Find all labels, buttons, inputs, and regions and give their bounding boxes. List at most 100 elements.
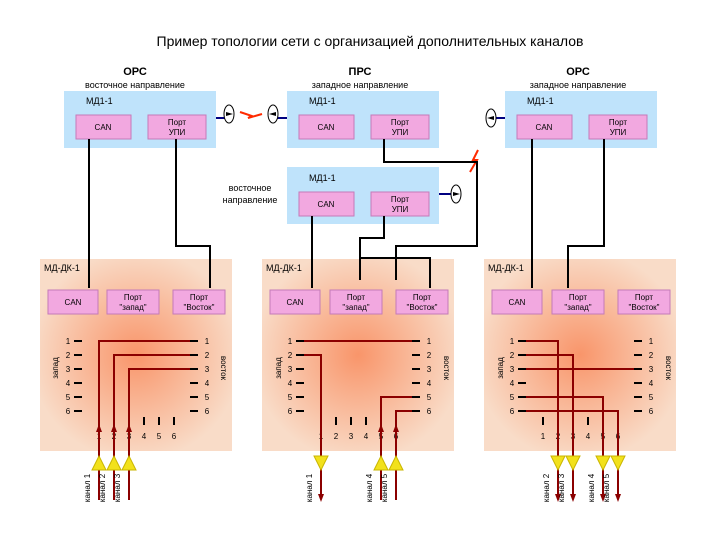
- port-label: Порт: [569, 293, 587, 302]
- arrow-up-icon: [111, 424, 117, 432]
- east-port-number: 5: [205, 393, 210, 402]
- bottom-port-number: 5: [157, 432, 162, 441]
- bottom-port-number: 6: [172, 432, 177, 441]
- west-port-number: 1: [66, 337, 71, 346]
- arrow-down-icon: [318, 494, 324, 502]
- east-port-number: 4: [427, 379, 432, 388]
- triangle-down-icon: [565, 455, 581, 472]
- channel-label: канал 4: [587, 473, 596, 502]
- west-port-number: 3: [66, 365, 71, 374]
- east-port-number: 2: [205, 351, 210, 360]
- can-button-label: CAN: [95, 123, 112, 132]
- arrow-down-icon: [555, 494, 561, 502]
- arrow-up-icon: [393, 424, 399, 432]
- triangle-down-icon: [313, 455, 329, 472]
- can-button-label: CAN: [65, 298, 82, 307]
- east-port-number: 1: [205, 337, 210, 346]
- bottom-port-number: 4: [142, 432, 147, 441]
- east-side-label: восток: [664, 356, 673, 381]
- east-port-number: 4: [205, 379, 210, 388]
- west-side-label: запад: [51, 357, 60, 379]
- mdk-box-2: МД-ДК-1 CAN Порт "запад" Порт "Восток" з…: [262, 259, 454, 451]
- md-box-middle: МД1-1 CAN Порт УПИ: [287, 167, 439, 224]
- channel-label: канал 2: [542, 473, 551, 502]
- east-port-label: "Восток": [629, 303, 660, 312]
- bottom-port-number: 4: [364, 432, 369, 441]
- station-1-direction: восточное направление: [85, 80, 185, 90]
- east-side-label: восток: [219, 356, 228, 381]
- east-port-number: 4: [649, 379, 654, 388]
- west-port-number: 2: [288, 351, 293, 360]
- port-label: Порт: [124, 293, 142, 302]
- md-box-station-1: МД1-1 CAN Порт УПИ: [64, 91, 216, 148]
- trace-ch5: [526, 410, 619, 467]
- west-side-label: запад: [496, 357, 505, 379]
- triangle-up-icon: [373, 454, 389, 471]
- middle-direction-line-1: восточное: [229, 183, 272, 193]
- connection-wires: [88, 139, 605, 288]
- channel-label: канал 3: [557, 473, 566, 502]
- trace-ch4: [526, 396, 604, 467]
- upi-label: УПИ: [169, 128, 186, 137]
- arrow-down-icon: [600, 494, 606, 502]
- west-port-number: 4: [510, 379, 515, 388]
- west-port-number: 6: [510, 407, 515, 416]
- antenna-icon: [216, 104, 235, 124]
- triangle-up-icon: [106, 454, 122, 471]
- channel-label: канал 1: [83, 473, 92, 502]
- east-side-label: восток: [442, 356, 451, 381]
- port-label: Порт: [391, 118, 409, 127]
- port-label: Порт: [168, 118, 186, 127]
- west-port-label: "запад": [119, 303, 146, 312]
- bottom-port-number: 3: [349, 432, 354, 441]
- west-port-number: 6: [288, 407, 293, 416]
- port-label: Порт: [391, 195, 409, 204]
- upi-label: УПИ: [392, 128, 409, 137]
- trace-ch4: [380, 396, 412, 467]
- arrow-up-icon: [378, 424, 384, 432]
- east-port-number: 6: [205, 407, 210, 416]
- wire-upi-1: [175, 139, 211, 288]
- triangle-up-icon: [121, 454, 137, 471]
- station-3-direction: западное направление: [530, 80, 626, 90]
- bottom-port-number: 2: [334, 432, 339, 441]
- arrow-up-icon: [96, 424, 102, 432]
- east-port-number: 1: [649, 337, 654, 346]
- triangle-up-icon: [388, 454, 404, 471]
- east-port-number: 6: [427, 407, 432, 416]
- station-2-role: ПРС: [349, 66, 372, 78]
- west-port-number: 5: [66, 393, 71, 402]
- west-side-label: запад: [274, 357, 283, 379]
- port-label: Порт: [347, 293, 365, 302]
- can-button-label: CAN: [536, 123, 553, 132]
- channel-label: канал 5: [602, 473, 611, 502]
- arrow-down-icon: [570, 494, 576, 502]
- east-port-number: 2: [649, 351, 654, 360]
- station-1-role: ОРС: [123, 66, 147, 78]
- west-port-number: 1: [288, 337, 293, 346]
- west-port-number: 1: [510, 337, 515, 346]
- can-button-label: CAN: [318, 200, 335, 209]
- upi-label: УПИ: [392, 205, 409, 214]
- west-port-number: 4: [66, 379, 71, 388]
- west-port-number: 2: [66, 351, 71, 360]
- east-port-number: 5: [427, 393, 432, 402]
- triangle-down-icon: [610, 455, 626, 472]
- east-port-label: "Восток": [407, 303, 438, 312]
- arrow-up-icon: [126, 424, 132, 432]
- triangle-down-icon: [550, 455, 566, 472]
- trace-ch5: [395, 410, 412, 467]
- bottom-port-number: 4: [586, 432, 591, 441]
- east-port-number: 6: [649, 407, 654, 416]
- channel-label: канал 3: [113, 473, 122, 502]
- west-port-number: 6: [66, 407, 71, 416]
- channel-label: канал 5: [380, 473, 389, 502]
- radio-link-bolt-icon: [469, 149, 479, 173]
- east-port-label: "Восток": [184, 303, 215, 312]
- md-label: МД1-1: [86, 96, 113, 106]
- west-port-number: 2: [510, 351, 515, 360]
- station-2-direction: западное направление: [312, 80, 408, 90]
